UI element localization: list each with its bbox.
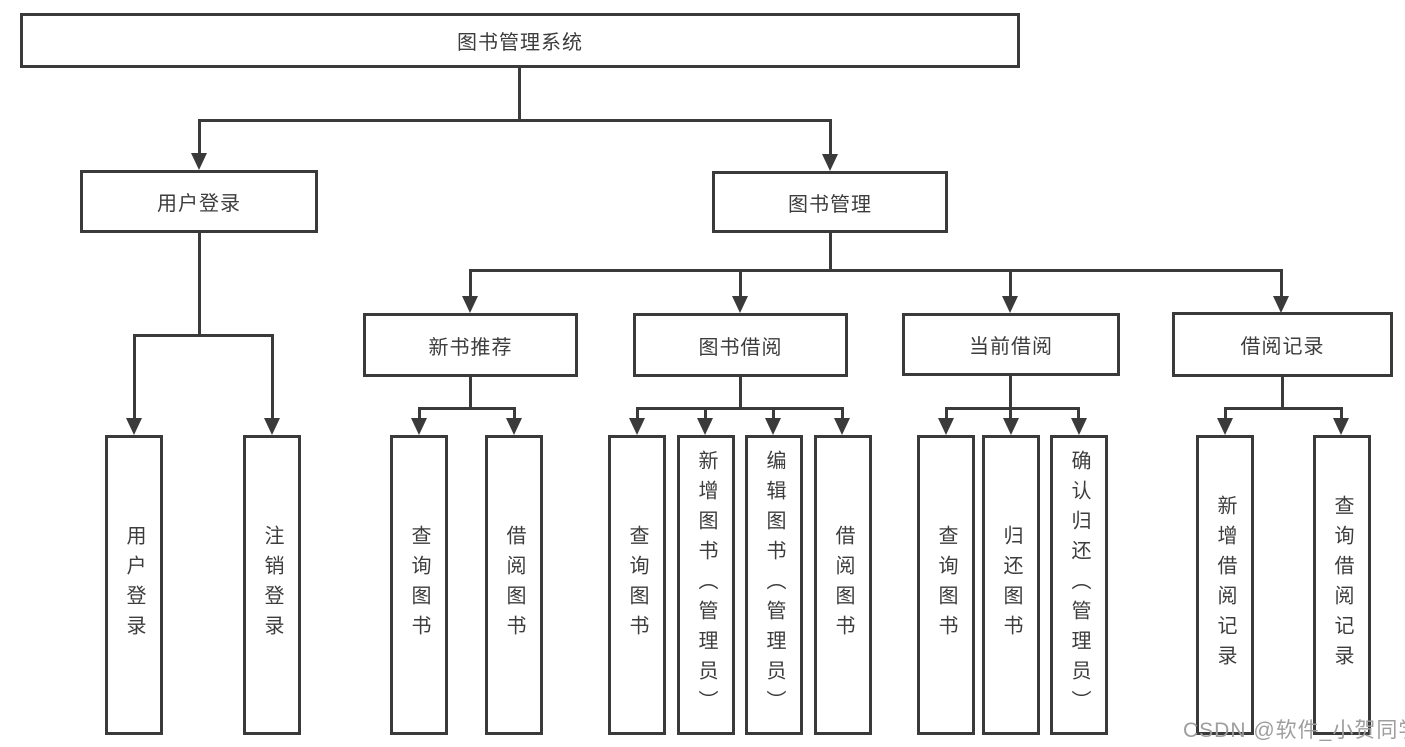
leaf-edit-books-admin: 编辑图书（管理员） [745, 435, 803, 735]
arrow-down-icon [629, 418, 645, 435]
connector-drop [1340, 407, 1343, 419]
connector-user-login-rail [133, 334, 274, 337]
node-new-book-recommendation: 新书推荐 [363, 313, 578, 377]
node-label: 借阅记录 [1240, 336, 1325, 358]
leaf-borrow-books-recommend: 借阅图书 [485, 435, 543, 735]
connector-drop [739, 269, 742, 297]
leaf-label: 查询图书 [408, 525, 430, 645]
leaf-label: 编辑图书（管理员） [763, 450, 785, 720]
node-borrowing-records: 借阅记录 [1172, 312, 1393, 377]
connector-section-rail [1224, 407, 1343, 410]
arrow-down-icon [506, 418, 522, 435]
connector-drop [469, 269, 472, 297]
node-label: 用户登录 [157, 193, 241, 215]
leaf-label: 新增借阅记录 [1214, 495, 1236, 675]
connector-level1-rail [198, 119, 832, 122]
node-book-management: 图书管理 [712, 171, 948, 233]
leaf-add-books-admin: 新增图书（管理员） [677, 435, 735, 735]
connector-drop [1009, 407, 1012, 419]
leaf-borrow-books: 借阅图书 [814, 435, 872, 735]
arrow-down-icon [765, 418, 781, 435]
connector-drop [418, 407, 421, 419]
leaf-label: 查询图书 [935, 525, 957, 645]
arrow-down-icon [834, 418, 850, 435]
connector-drop [133, 334, 136, 419]
arrow-down-icon [462, 296, 478, 313]
leaf-label: 确认归还（管理员） [1068, 450, 1090, 720]
connector-drop [829, 119, 832, 156]
node-label: 图书管理系统 [457, 32, 583, 54]
leaf-label: 查询借阅记录 [1331, 495, 1353, 675]
csdn-watermark: CSDN @软件_小贺同学 [1183, 719, 1405, 742]
leaf-label: 新增图书（管理员） [695, 450, 717, 720]
node-book-borrowing: 图书借阅 [633, 313, 848, 377]
connector-section-stem [469, 377, 472, 409]
arrow-down-icon [938, 418, 954, 435]
connector-drop [513, 407, 516, 419]
connector-section-rail [945, 407, 1080, 410]
connector-user-login-stem [198, 233, 201, 336]
arrow-down-icon [1003, 418, 1019, 435]
leaf-query-books-recommend: 查询图书 [390, 435, 448, 735]
leaf-label: 注销登录 [261, 525, 283, 645]
leaf-user-login: 用户登录 [105, 435, 163, 735]
node-label: 当前借阅 [969, 336, 1053, 358]
leaf-confirm-return-admin: 确认归还（管理员） [1050, 435, 1108, 735]
leaf-label: 用户登录 [123, 525, 145, 645]
node-label: 图书管理 [788, 193, 872, 216]
connector-section-stem [1281, 377, 1284, 409]
arrow-down-icon [1071, 418, 1087, 435]
connector-drop [636, 407, 639, 419]
connector-drop [271, 334, 274, 419]
arrow-down-icon [1217, 418, 1233, 435]
connector-drop [1280, 269, 1283, 297]
connector-drop [945, 407, 948, 419]
connector-section-rail [418, 407, 516, 410]
connector-drop [841, 407, 844, 419]
connector-drop [1009, 269, 1012, 297]
leaf-label: 查询图书 [626, 525, 648, 645]
arrow-down-icon [264, 418, 280, 435]
leaf-logout: 注销登录 [243, 435, 301, 735]
leaf-label: 归还图书 [1000, 525, 1022, 645]
leaf-label: 借阅图书 [503, 525, 525, 645]
connector-book-mgmt-stem [829, 233, 832, 271]
leaf-add-borrow-record: 新增借阅记录 [1196, 435, 1254, 735]
connector-drop [1077, 407, 1080, 419]
connector-section-stem [739, 377, 742, 409]
connector-drop [198, 119, 201, 155]
node-label: 新书推荐 [428, 336, 513, 359]
leaf-label: 借阅图书 [832, 525, 854, 645]
leaf-return-books: 归还图书 [982, 435, 1040, 735]
arrow-down-icon [126, 418, 142, 435]
connector-section-stem [1009, 376, 1012, 409]
node-label: 图书借阅 [698, 336, 783, 359]
node-user-login: 用户登录 [80, 170, 318, 233]
leaf-query-books-current: 查询图书 [917, 435, 975, 735]
connector-level2-rail [469, 269, 1283, 272]
node-library-management-system: 图书管理系统 [20, 13, 1020, 68]
leaf-query-books-borrowing: 查询图书 [608, 435, 666, 735]
connector-drop [1224, 407, 1227, 419]
node-current-borrowing: 当前借阅 [902, 313, 1120, 376]
connector-drop [772, 407, 775, 419]
connector-drop [704, 407, 707, 419]
arrow-down-icon [191, 153, 207, 170]
arrow-down-icon [697, 418, 713, 435]
connector-section-rail [636, 407, 844, 410]
arrow-down-icon [411, 418, 427, 435]
connector-root-stem [518, 68, 521, 121]
arrow-down-icon [1273, 296, 1289, 313]
leaf-query-borrow-record: 查询借阅记录 [1313, 435, 1371, 735]
arrow-down-icon [732, 296, 748, 313]
arrow-down-icon [822, 154, 838, 171]
arrow-down-icon [1002, 296, 1018, 313]
arrow-down-icon [1333, 418, 1349, 435]
